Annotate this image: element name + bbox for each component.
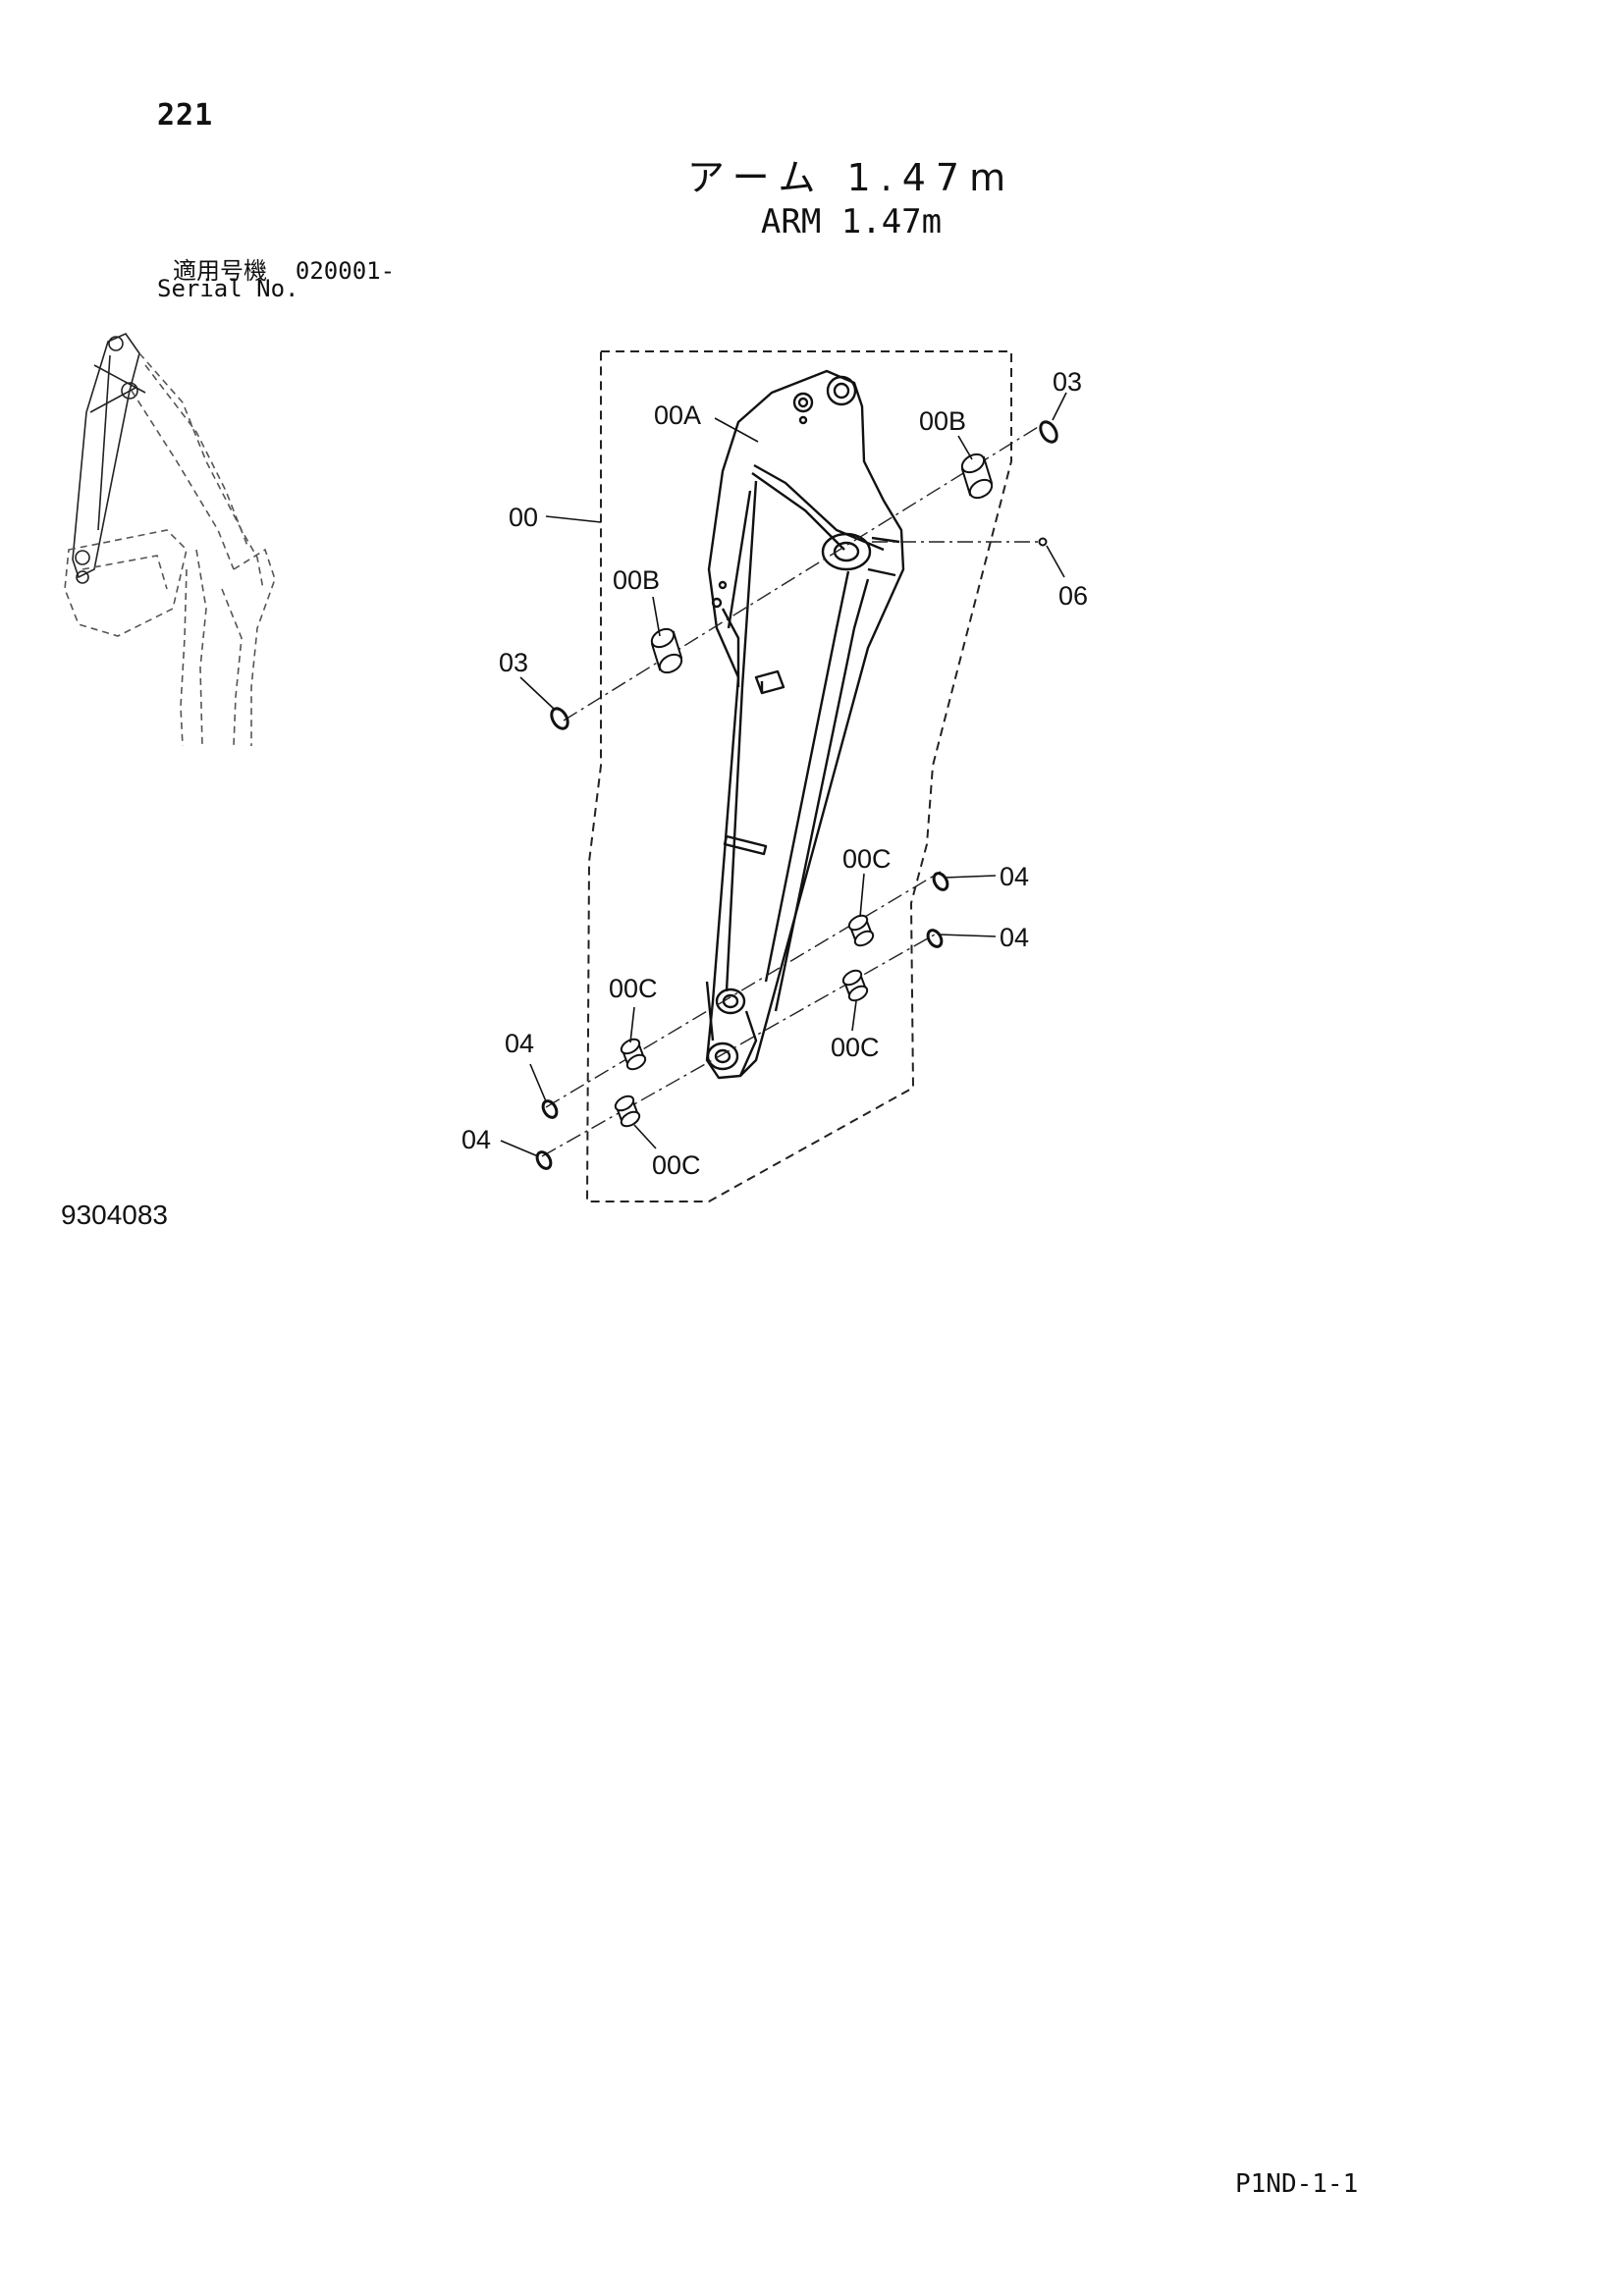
- ring-04-lower-left: [535, 1150, 553, 1170]
- callout-00b-left: 00B: [613, 565, 660, 595]
- ring-04-upper-right: [932, 872, 949, 891]
- callout-00c-upper-left: 00C: [609, 974, 658, 1003]
- bushing-00b-left: [650, 627, 683, 674]
- callout-00b-right: 00B: [919, 406, 966, 436]
- callout-06: 06: [1058, 581, 1088, 611]
- bushing-00b-right: [960, 453, 994, 500]
- callout-00c-lower-right: 00C: [831, 1033, 880, 1062]
- page-code: P1ND-1-1: [1235, 2169, 1359, 2199]
- callout-04-lower-right: 04: [1000, 923, 1029, 952]
- callout-03-left: 03: [499, 648, 528, 677]
- ring-04-upper-left: [541, 1099, 559, 1119]
- ring-03-left: [550, 707, 569, 730]
- assembly-boundary-outline: [585, 350, 1012, 1202]
- title-english: ARM 1.47m: [760, 202, 943, 241]
- leader-lines: [500, 392, 1067, 1157]
- callout-00c-lower-left: 00C: [652, 1150, 701, 1180]
- title-japanese: アーム 1.47m: [686, 156, 1016, 199]
- bushings: [614, 453, 994, 1128]
- grease-nipple-06: [1038, 537, 1048, 547]
- serial-label-japanese: 適用号機 020001-: [173, 251, 395, 286]
- seal-rings: [535, 420, 1058, 1170]
- pin-axis-lines: [541, 423, 1044, 1157]
- callout-00a: 00A: [654, 400, 701, 430]
- callout-04-upper-right: 04: [1000, 862, 1029, 891]
- bushing-00c-lower-right: [841, 969, 869, 1002]
- callout-04-lower-left: 04: [461, 1125, 491, 1154]
- drawing-number: 9304083: [61, 1200, 169, 1230]
- bushing-00c-upper-right: [847, 914, 875, 947]
- bushing-00c-lower-left: [614, 1095, 641, 1128]
- serial-label-jp-text: 適用号機: [173, 257, 267, 285]
- ring-04-lower-right: [926, 929, 944, 948]
- callout-00: 00: [509, 503, 538, 532]
- machine-inset-icon: [64, 333, 276, 747]
- callout-00c-upper-right: 00C: [842, 844, 892, 874]
- callout-03-right: 03: [1053, 367, 1082, 397]
- bushing-00c-upper-left: [620, 1038, 647, 1071]
- serial-value: 020001-: [295, 257, 396, 285]
- page-number: 221: [157, 98, 214, 133]
- arm-body: [705, 369, 905, 1080]
- callout-04-upper-left: 04: [505, 1029, 534, 1058]
- ring-03-right: [1039, 420, 1058, 444]
- serial-label-english: Serial No.: [157, 275, 299, 302]
